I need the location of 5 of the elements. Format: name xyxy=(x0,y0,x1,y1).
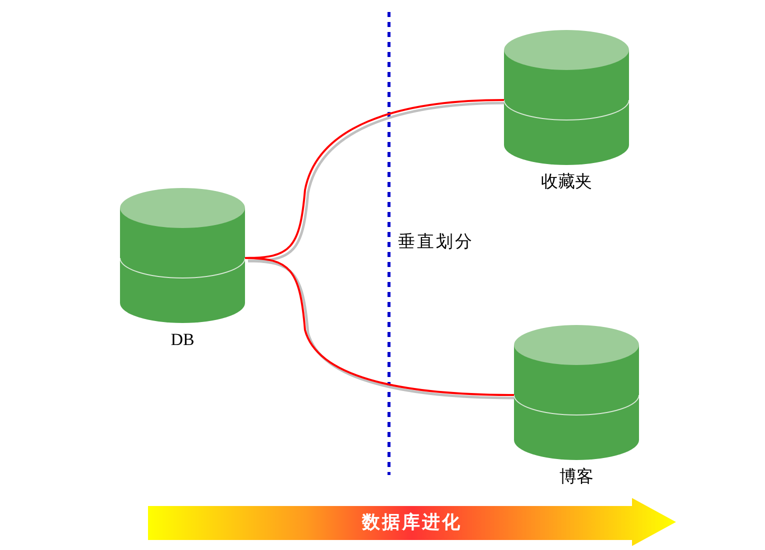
node-label: 博客 xyxy=(560,466,594,488)
divider-label: 垂直划分 xyxy=(398,231,474,253)
arrow-label: 数据库进化 xyxy=(362,510,462,534)
node-label: 收藏夹 xyxy=(541,171,592,192)
node-label: DB xyxy=(170,329,194,350)
